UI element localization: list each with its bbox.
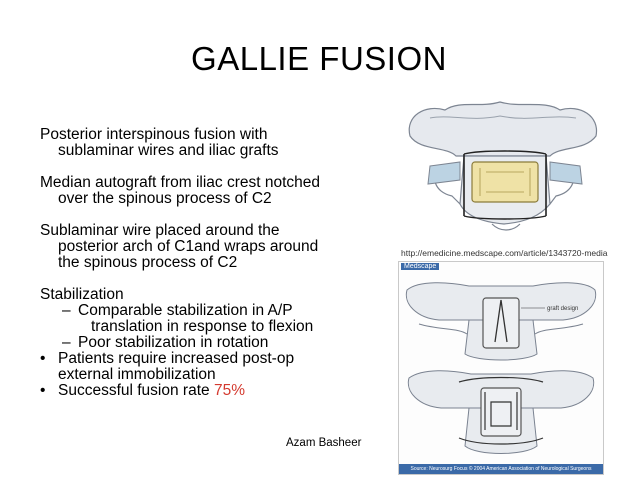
list-item: – Poor stabilization in rotation <box>62 335 400 351</box>
list-item-text: Poor stabilization in rotation <box>78 334 269 351</box>
bullet-marker: • <box>40 350 46 367</box>
stabilization-section: Stabilization – Comparable stabilization… <box>40 287 400 399</box>
posterior-view-illustration: graft design <box>405 282 597 454</box>
fusion-rate-value: 75% <box>213 382 245 399</box>
graft-annotation: graft design <box>547 306 578 312</box>
medscape-figure: Medscape graft design Source: Neurosurg … <box>398 261 604 475</box>
paragraph-text: posterior arch of C1and wraps around <box>58 238 319 255</box>
stabilization-heading: Stabilization <box>40 286 124 303</box>
bullet-item: • Patients require increased post-op ext… <box>40 351 400 383</box>
dash-marker: – <box>62 334 71 351</box>
bullet-text: Patients require increased post-op <box>58 350 295 367</box>
bullet-text: external immobilization <box>58 366 216 383</box>
paragraph-1: Posterior interspinous fusion with subla… <box>40 127 400 159</box>
list-item: – Comparable stabilization in A/P transl… <box>62 303 400 335</box>
paragraph-text: the spinous process of C2 <box>58 254 238 271</box>
slide-title: GALLIE FUSION <box>191 40 447 77</box>
paragraph-text: Posterior interspinous fusion with <box>40 126 268 143</box>
paragraph-2: Median autograft from iliac crest notche… <box>40 175 400 207</box>
source-url: http://emedicine.medscape.com/article/13… <box>401 248 608 258</box>
medscape-logo: Medscape <box>401 263 440 270</box>
bullet-text: Successful fusion rate <box>58 382 214 399</box>
slide-body: Posterior interspinous fusion with subla… <box>40 127 400 399</box>
author-name: Azam Basheer <box>286 437 362 449</box>
stabilization-list: – Comparable stabilization in A/P transl… <box>40 303 400 351</box>
paragraph-3: Sublaminar wire placed around the poster… <box>40 223 400 271</box>
paragraph-text: sublaminar wires and iliac grafts <box>58 142 279 159</box>
bullet-item: • Successful fusion rate 75% <box>40 383 400 399</box>
c1-c2-graft-illustration <box>408 101 598 231</box>
figure-caption: Source: Neurosurg Focus © 2004 American … <box>399 464 603 474</box>
list-item-text: Comparable stabilization in A/P <box>78 302 293 319</box>
dash-marker: – <box>62 302 71 319</box>
list-item-text: translation in response to flexion <box>91 318 314 335</box>
paragraph-text: Median autograft from iliac crest notche… <box>40 174 320 191</box>
paragraph-text: over the spinous process of C2 <box>58 190 272 207</box>
bullet-marker: • <box>40 382 46 399</box>
paragraph-text: Sublaminar wire placed around the <box>40 222 280 239</box>
